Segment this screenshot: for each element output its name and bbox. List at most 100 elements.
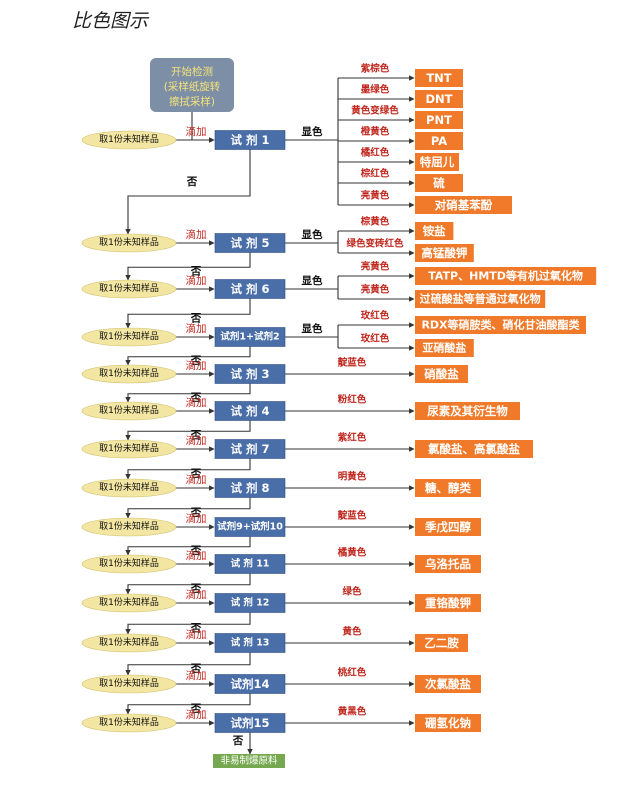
result-box [415,440,533,458]
sample-ellipse [81,713,177,733]
add-label: 滴加 [186,588,207,601]
no-connector [125,346,251,366]
no-label: 否 [190,545,202,557]
no-connector [125,536,251,556]
result-label: PNT [426,113,452,127]
reagent-label: 试 剂 1 [230,133,269,147]
start-box-line: (采样纸旋转 [164,80,221,93]
add-label: 滴加 [186,125,207,138]
result-box [415,69,463,87]
result-box [415,675,481,693]
add-label: 滴加 [186,669,207,682]
result-box [415,153,459,171]
sample-label: 取1份未知样品 [99,596,159,608]
sample-ellipse [81,478,177,498]
result-box [415,714,481,732]
reagent-box [214,401,286,421]
result-label: TATP、HMTD等有机过氧化物 [428,269,583,283]
no-label: 否 [190,468,202,480]
result-box [415,316,586,334]
reagent-label: 试 剂 4 [230,404,269,418]
show-label: 显色 [302,228,323,241]
reagent-label: 试 剂 8 [230,481,269,495]
color-label: 绿色变砖红色 [346,238,404,250]
result-label: 重铬酸钾 [425,596,471,610]
color-label: 橘红色 [360,147,390,159]
sample-label: 取1份未知样品 [99,442,159,454]
sample-ellipse [81,674,177,694]
color-label: 棕黄色 [360,216,390,228]
color-label: 亮黄色 [361,261,390,273]
start-box-line: 擦拭采样) [169,95,215,108]
reagent-label: 试 剂 6 [230,282,269,296]
reagent-box [214,327,286,347]
color-label: 棕红色 [360,168,390,180]
result-box [415,339,474,357]
result-box [415,90,463,108]
result-label: TNT [426,71,451,85]
reagent-label: 试 剂 3 [230,367,269,381]
sample-label: 取1份未知样品 [99,367,159,379]
sample-ellipse [81,233,177,253]
reagent-label: 试剂14 [230,677,269,691]
no-connector [125,693,251,715]
result-box [415,594,481,612]
add-label: 滴加 [186,274,207,287]
no-connector [125,252,251,281]
no-label: 否 [232,735,244,747]
color-label: 明黄色 [338,471,367,483]
reagent-label: 试 剂 13 [231,637,270,649]
add-label: 滴加 [186,322,207,335]
sample-ellipse [81,517,177,537]
sample-ellipse [81,401,177,421]
reagent-box [214,633,286,653]
color-label: 紫红色 [338,432,367,444]
sample-label: 取1份未知样品 [99,236,159,248]
sample-ellipse [81,593,177,613]
result-label: 特屈儿 [420,155,455,169]
color-label: 紫棕色 [361,63,390,75]
color-label: 靛蓝色 [338,510,367,522]
result-label: 氯酸盐、高氯酸盐 [428,442,520,456]
result-box [415,196,512,214]
result-box [415,111,463,129]
reagent-box [214,517,286,537]
result-box [415,244,474,262]
no-connector [125,652,251,676]
no-connector [125,420,251,441]
sample-label: 取1份未知样品 [99,481,159,493]
reagent-box [214,233,286,253]
reagent-label: 试剂1+试剂2 [220,331,279,343]
color-label: 粉红色 [338,394,367,406]
sample-ellipse [81,633,177,653]
add-label: 滴加 [186,396,207,409]
sample-label: 取1份未知样品 [99,557,159,569]
color-label: 黄黑色 [338,706,367,718]
result-label: 硼氢化钠 [425,716,471,730]
color-label: 橙黄色 [361,126,390,138]
result-label: 对硝基苯酚 [435,198,493,212]
reagent-label: 试 剂 5 [230,236,269,250]
sample-label: 取1份未知样品 [99,133,159,145]
result-label: 糖、醇类 [425,481,471,495]
result-label: 次氯酸盐 [425,677,471,691]
end-box [213,754,285,768]
result-box [415,479,481,497]
no-label: 否 [190,429,202,441]
no-label: 否 [190,663,202,675]
result-label: 过硫酸盐等普通过氧化物 [420,292,541,306]
color-label: 靛蓝色 [338,357,367,369]
no-connector [125,573,251,595]
result-box [415,132,463,150]
no-label: 否 [190,507,202,519]
add-label: 滴加 [186,228,207,241]
reagent-label: 试 剂 11 [231,558,270,570]
no-label: 否 [186,176,198,188]
sample-label: 取1份未知样品 [99,404,159,416]
no-connector [125,149,251,235]
color-label: 黄色变绿色 [351,105,399,117]
result-box [415,174,463,192]
no-connector [125,612,251,635]
show-label: 显色 [302,322,323,335]
color-label: 玫红色 [361,333,390,345]
